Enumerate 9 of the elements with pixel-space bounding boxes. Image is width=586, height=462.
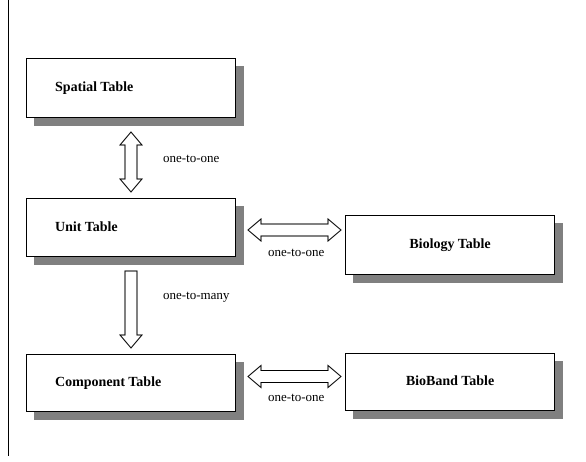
table-name: Spatial Table bbox=[55, 80, 134, 96]
table-name: Unit Table bbox=[55, 220, 118, 236]
table-name: Biology Table bbox=[409, 237, 491, 253]
block-arrow bbox=[247, 218, 342, 242]
block-arrow bbox=[118, 270, 144, 349]
block-arrow bbox=[118, 131, 144, 193]
table-name: Component Table bbox=[55, 375, 162, 391]
block-arrow bbox=[247, 364, 342, 389]
table-name: BioBand Table bbox=[406, 374, 494, 390]
